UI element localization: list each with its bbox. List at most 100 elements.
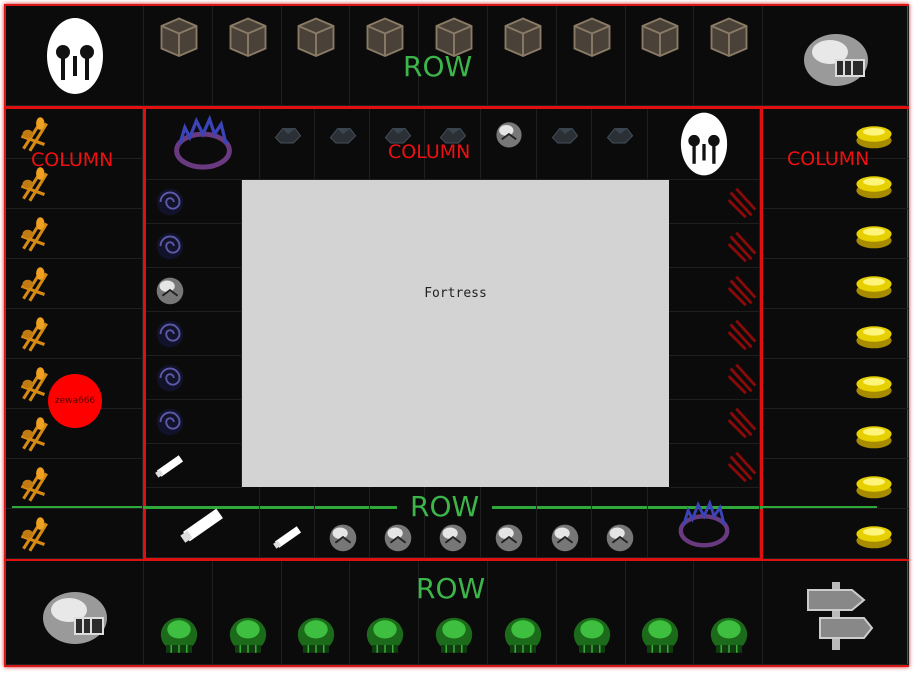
- board-tile[interactable]: [419, 561, 488, 665]
- board-tile[interactable]: [350, 561, 419, 665]
- board-tile[interactable]: [6, 6, 144, 106]
- mask-icon: [671, 111, 737, 181]
- board-tile[interactable]: [370, 487, 425, 558]
- board-tile[interactable]: [419, 6, 488, 106]
- gold-icon: [852, 212, 896, 260]
- board-tile[interactable]: [669, 312, 760, 356]
- board-tile[interactable]: [626, 6, 694, 106]
- board-tile[interactable]: [144, 6, 213, 106]
- board-tile[interactable]: [488, 6, 557, 106]
- board-tile[interactable]: [6, 409, 143, 459]
- board-tile[interactable]: [6, 459, 143, 509]
- board-tile[interactable]: [557, 561, 626, 665]
- board-tile[interactable]: [592, 109, 648, 180]
- board-tile[interactable]: [557, 6, 626, 106]
- board-tile[interactable]: [488, 561, 557, 665]
- board-tile[interactable]: [763, 109, 909, 159]
- board-tile[interactable]: [315, 487, 370, 558]
- gold-icon: [852, 312, 896, 360]
- board-tile[interactable]: [6, 109, 143, 159]
- board-tile[interactable]: [350, 6, 419, 106]
- board-tile[interactable]: [763, 259, 909, 309]
- board-tile[interactable]: [6, 561, 144, 665]
- wheat-icon: [13, 363, 55, 409]
- board-tile[interactable]: [763, 509, 909, 559]
- fortress-panel[interactable]: Fortress: [242, 180, 669, 487]
- column-label-left: COLUMN: [31, 149, 114, 171]
- board-tile[interactable]: [146, 109, 260, 180]
- portal-ring-icon: [675, 496, 733, 558]
- board-tile[interactable]: [669, 224, 760, 268]
- board-tile[interactable]: [763, 459, 909, 509]
- claw-icon: [723, 315, 761, 357]
- board-tile[interactable]: [146, 180, 242, 224]
- board-tile[interactable]: [669, 356, 760, 400]
- slime-icon: [359, 606, 411, 662]
- crate-icon: [567, 11, 617, 65]
- board-tile[interactable]: [6, 209, 143, 259]
- crate-icon: [223, 11, 273, 65]
- board-tile[interactable]: [481, 109, 537, 180]
- board-tile[interactable]: [6, 159, 143, 209]
- board-tile[interactable]: [425, 487, 481, 558]
- portal-ring-icon: [170, 111, 236, 181]
- board-tile[interactable]: [669, 444, 760, 488]
- wheat-icon: [13, 313, 55, 359]
- board-tile[interactable]: [763, 6, 909, 106]
- claw-icon: [723, 447, 761, 489]
- board-tile[interactable]: [763, 159, 909, 209]
- ore-icon: [325, 116, 361, 156]
- board-tile[interactable]: [260, 109, 315, 180]
- board-tile[interactable]: [146, 487, 260, 558]
- gold-icon: [852, 412, 896, 460]
- stone-icon: [151, 271, 189, 313]
- board-tile[interactable]: [537, 487, 592, 558]
- board-tile[interactable]: [146, 312, 242, 356]
- player-token[interactable]: zewa666: [48, 374, 102, 428]
- board-tile[interactable]: [763, 409, 909, 459]
- slime-icon: [153, 606, 205, 662]
- board-tile[interactable]: [592, 487, 648, 558]
- board-tile[interactable]: [370, 109, 425, 180]
- board-tile[interactable]: [146, 444, 242, 488]
- board-tile[interactable]: [669, 180, 760, 224]
- slime-icon: [497, 606, 549, 662]
- board-tile[interactable]: [648, 487, 760, 558]
- board-tile[interactable]: [763, 359, 909, 409]
- board-tile[interactable]: [146, 400, 242, 444]
- board-tile[interactable]: [669, 400, 760, 444]
- board-tile[interactable]: [694, 6, 763, 106]
- wheat-icon: [13, 213, 55, 259]
- board-tile[interactable]: [144, 561, 213, 665]
- board-tile[interactable]: [425, 109, 481, 180]
- board-tile[interactable]: [6, 259, 143, 309]
- row-line-right: [492, 506, 877, 509]
- board-tile[interactable]: [626, 561, 694, 665]
- helmet-icon: [35, 574, 115, 658]
- board-tile[interactable]: [763, 309, 909, 359]
- board-tile[interactable]: [6, 309, 143, 359]
- board-tile[interactable]: [146, 268, 242, 312]
- board-tile[interactable]: [763, 209, 909, 259]
- board-tile[interactable]: [260, 487, 315, 558]
- board-tile[interactable]: [146, 356, 242, 400]
- board-tile[interactable]: [763, 561, 909, 665]
- board-tile[interactable]: [315, 109, 370, 180]
- board-tile[interactable]: [481, 487, 537, 558]
- board-tile[interactable]: [213, 6, 282, 106]
- right-column-divider: [760, 108, 763, 559]
- board-tile[interactable]: [282, 561, 350, 665]
- board-tile[interactable]: [694, 561, 763, 665]
- board-tile[interactable]: [6, 509, 143, 559]
- board-tile[interactable]: [282, 6, 350, 106]
- slime-icon: [703, 606, 755, 662]
- board-tile[interactable]: [213, 561, 282, 665]
- row-line-left: [12, 506, 397, 509]
- board-tile[interactable]: [146, 224, 242, 268]
- board-tile[interactable]: [648, 109, 760, 180]
- wheat-icon: [13, 263, 55, 309]
- stone-icon: [324, 518, 362, 560]
- board-tile[interactable]: [537, 109, 592, 180]
- board-tile[interactable]: [669, 268, 760, 312]
- gold-icon: [852, 112, 896, 160]
